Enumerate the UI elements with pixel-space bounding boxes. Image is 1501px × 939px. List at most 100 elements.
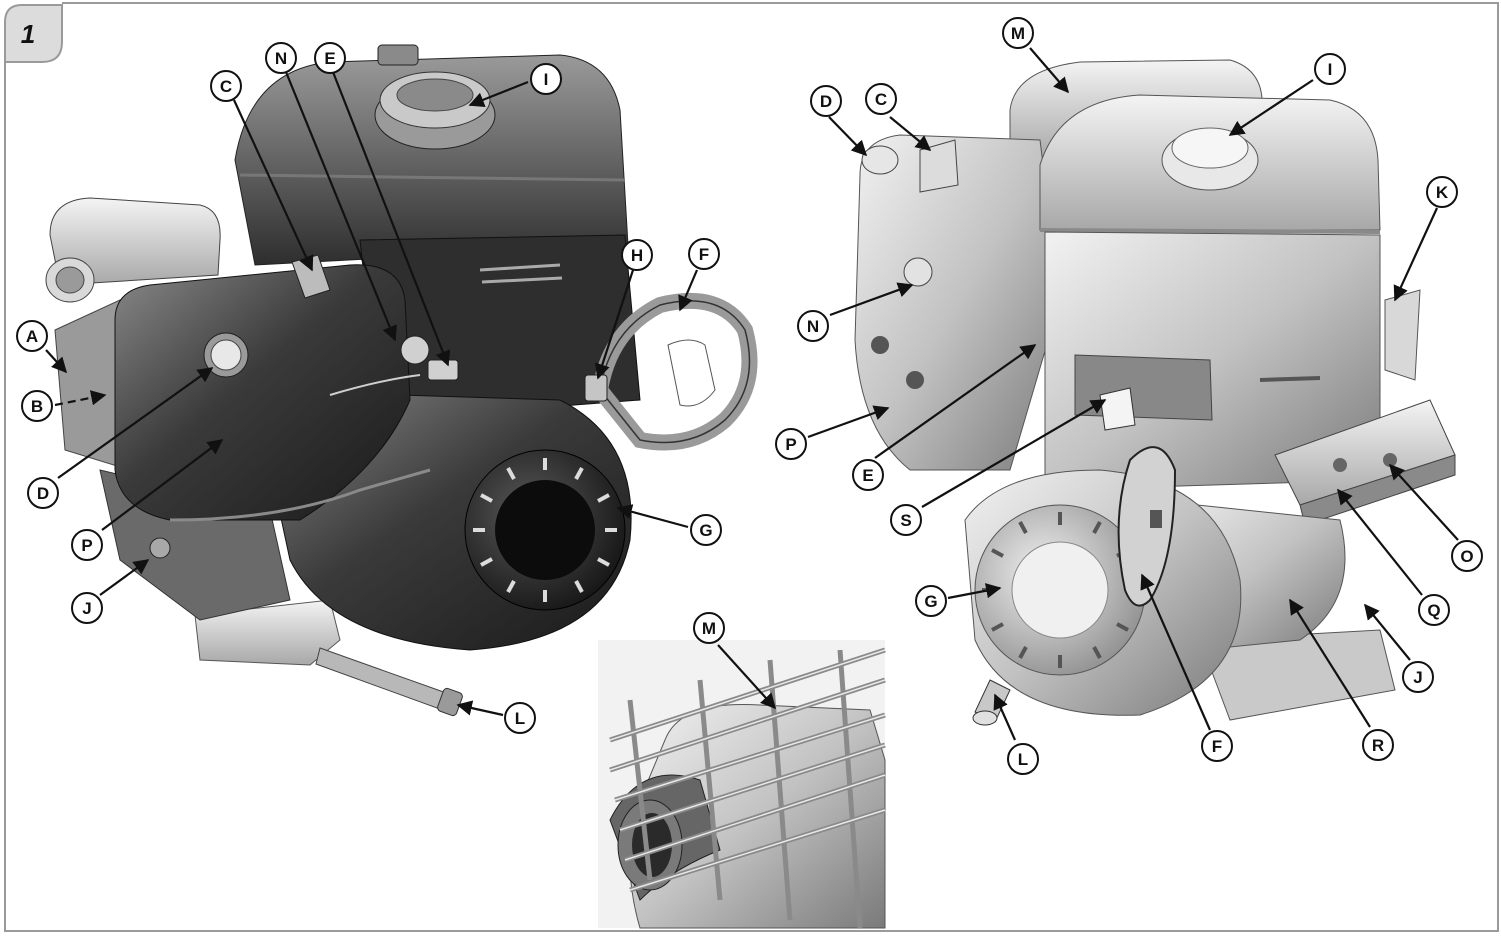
callout-A-left: A: [16, 320, 48, 352]
callout-P-right: P: [775, 428, 807, 460]
callout-label: I: [544, 70, 549, 89]
leader-E-right: [874, 344, 1037, 459]
callout-N-right: N: [797, 310, 829, 342]
callout-C-right: C: [865, 83, 897, 115]
callout-K-right: K: [1426, 176, 1458, 208]
callout-label: L: [1018, 750, 1028, 769]
callout-label: N: [807, 317, 819, 336]
callout-label: F: [1212, 737, 1222, 756]
leader-F-right: [1140, 573, 1212, 731]
callout-B-left: B: [21, 390, 53, 422]
callout-H-left: H: [621, 239, 653, 271]
callout-label: C: [220, 77, 232, 96]
leader-P-left: [101, 439, 224, 531]
leader-J-right: [1364, 603, 1411, 661]
callout-label: L: [515, 709, 525, 728]
leader-L-right: [993, 693, 1017, 741]
leader-L-left: [456, 700, 504, 717]
figure-number: 1: [21, 19, 35, 49]
callout-J-left: J: [71, 592, 103, 624]
callout-I-right: I: [1314, 53, 1346, 85]
figure-number-badge: 1: [4, 4, 63, 63]
leader-I-right: [1228, 79, 1314, 136]
callout-label: O: [1460, 547, 1473, 566]
leader-G-right: [947, 583, 1002, 600]
leader-N-right: [829, 282, 914, 317]
leader-G-left: [616, 504, 689, 529]
callout-label: P: [81, 536, 92, 555]
callout-label: Q: [1427, 601, 1440, 620]
leader-D-right: [828, 116, 868, 157]
callout-label: C: [875, 90, 887, 109]
leader-F-left: [678, 269, 699, 312]
leader-K-right: [1393, 207, 1439, 302]
callout-label: D: [820, 92, 832, 111]
callout-O-right: O: [1451, 540, 1483, 572]
callout-J-right: J: [1402, 661, 1434, 693]
callout-P-left: P: [71, 529, 103, 561]
leader-R-right: [1289, 598, 1371, 728]
leader-C-right: [889, 116, 932, 151]
callout-label: K: [1436, 183, 1449, 202]
leader-Q-right: [1337, 488, 1423, 596]
leader-A-left: [45, 349, 68, 374]
callout-label: G: [924, 592, 937, 611]
callout-label: J: [1413, 668, 1422, 687]
callout-label: D: [37, 484, 49, 503]
leader-C-left: [233, 99, 314, 272]
leader-N-left: [284, 71, 397, 342]
callout-label: G: [699, 521, 712, 540]
callout-label: E: [862, 466, 873, 485]
callout-label: S: [900, 511, 911, 530]
callout-D-right: D: [810, 85, 842, 117]
callout-label: A: [26, 327, 38, 346]
callout-G-right: G: [915, 585, 947, 617]
callout-leader-lines: [45, 47, 1459, 741]
callout-M-inset: M: [693, 612, 725, 644]
leader-M-inset: [717, 644, 777, 710]
callout-label: B: [31, 397, 43, 416]
callout-label: F: [699, 245, 709, 264]
leader-S-right: [921, 399, 1107, 508]
callout-E-left: E: [314, 42, 346, 74]
figure-frame: [4, 2, 1499, 932]
callout-label: M: [1011, 24, 1025, 43]
callout-R-right: R: [1362, 729, 1394, 761]
callout-L-right: L: [1007, 743, 1039, 775]
callout-label: M: [702, 619, 716, 638]
callout-M-right: M: [1002, 17, 1034, 49]
left-engine-illustration: [45, 44, 758, 717]
right-engine-illustration: [854, 59, 1456, 726]
callout-Q-right: Q: [1418, 594, 1450, 626]
leader-D-left: [57, 367, 214, 479]
callout-L-left: L: [504, 702, 536, 734]
callout-labels: A B C N E I H F D P G J L M M D C I K N …: [16, 17, 1483, 775]
leader-M-right: [1029, 47, 1070, 94]
leader-H-left: [594, 269, 635, 380]
callout-label: E: [324, 49, 335, 68]
leader-B-left: [54, 390, 107, 407]
callout-F-right: F: [1201, 730, 1233, 762]
callout-F-left: F: [688, 238, 720, 270]
callout-label: P: [785, 435, 796, 454]
leader-O-right: [1388, 463, 1459, 541]
leader-J-left: [99, 559, 150, 596]
callout-G-left: G: [690, 514, 722, 546]
inset-muffler-guard-illustration: [598, 640, 886, 929]
callout-label: N: [275, 49, 287, 68]
callout-label: J: [82, 599, 91, 618]
callout-N-left: N: [265, 42, 297, 74]
callout-D-left: D: [27, 477, 59, 509]
callout-label: R: [1372, 736, 1384, 755]
callout-E-right: E: [852, 459, 884, 491]
leader-E-left: [331, 71, 451, 367]
leader-P-right: [807, 405, 890, 439]
callout-C-left: C: [210, 70, 242, 102]
leader-I-left: [468, 80, 529, 108]
callout-S-right: S: [890, 504, 922, 536]
callout-label: I: [1328, 60, 1333, 79]
callout-I-left: I: [530, 63, 562, 95]
callout-label: H: [631, 246, 643, 265]
